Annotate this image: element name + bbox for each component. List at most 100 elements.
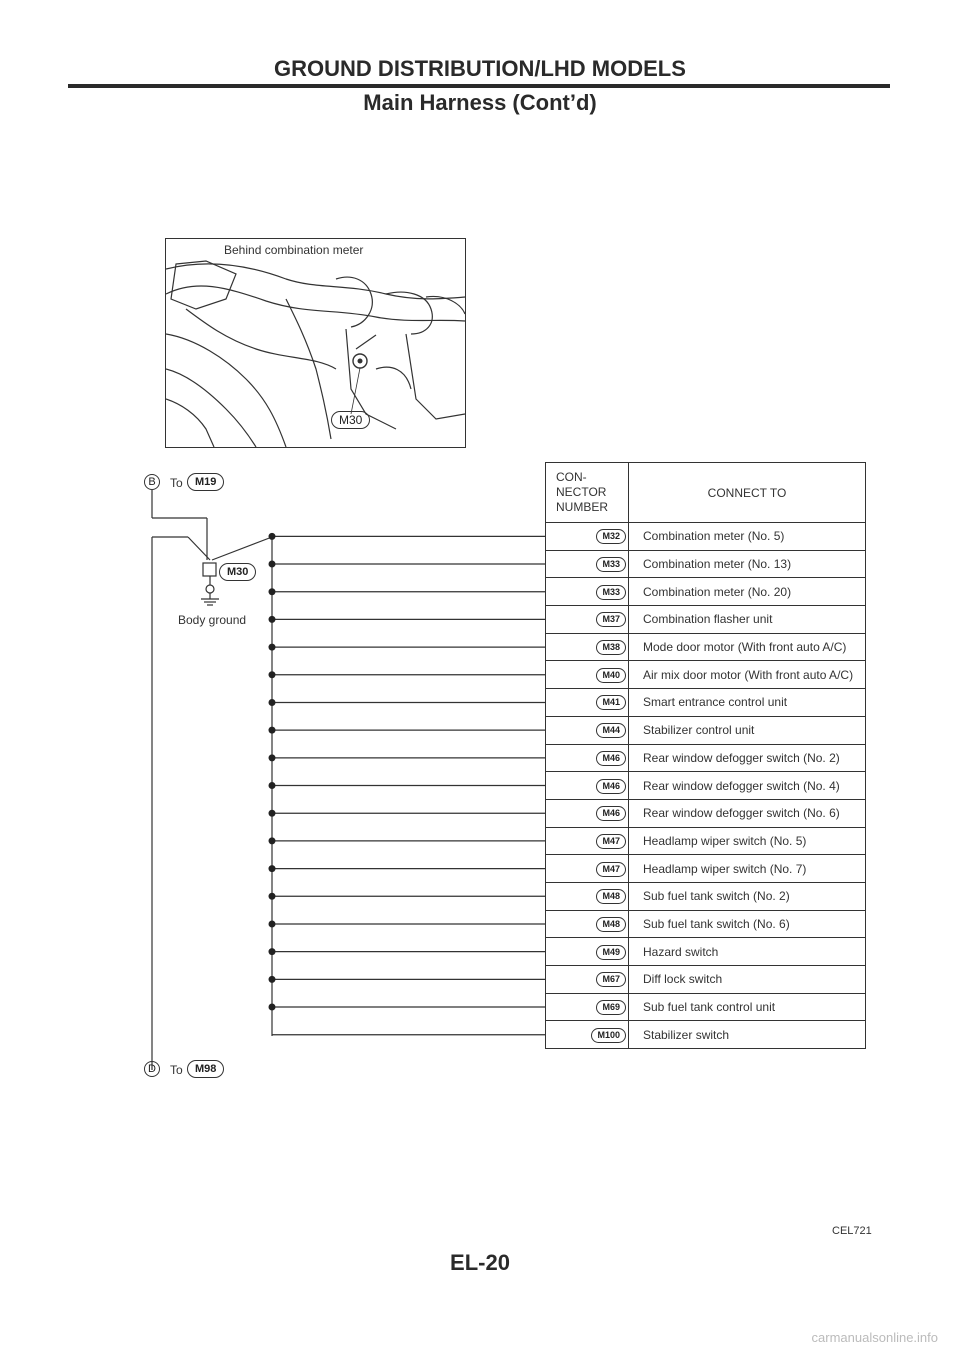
connector-id: M38 xyxy=(596,640,626,656)
ref-b-marker: B xyxy=(144,474,160,490)
connector-cell: M33 xyxy=(545,577,629,607)
connect-to-cell: Sub fuel tank switch (No. 6) xyxy=(628,909,866,939)
connector-id: M46 xyxy=(596,750,626,766)
splice-dot xyxy=(268,532,276,540)
ground-connector-label: M30 xyxy=(219,563,257,581)
connect-to-cell: Combination meter (No. 5) xyxy=(628,522,866,551)
connect-to-cell: Rear window defogger switch (No. 2) xyxy=(628,743,866,773)
connector-cell: M67 xyxy=(545,965,629,994)
ref-d-marker: D xyxy=(144,1061,160,1077)
splice-dot xyxy=(268,754,276,762)
splice-dot xyxy=(268,643,276,651)
connect-to-cell: Sub fuel tank control unit xyxy=(628,992,866,1022)
connect-to-cell: Stabilizer switch xyxy=(628,1020,866,1050)
connector-cell: M38 xyxy=(545,632,629,662)
figure-code: CEL721 xyxy=(832,1225,872,1237)
splice-dot xyxy=(268,892,276,900)
ground-label: Body ground xyxy=(178,613,247,627)
connector-cell: M46 xyxy=(545,743,629,773)
splice-dot xyxy=(268,920,276,928)
connect-to-cell: Headlamp wiper switch (No. 5) xyxy=(628,826,866,856)
connect-to-cell: Hazard switch xyxy=(628,937,866,966)
connect-to-cell: Stabilizer control unit xyxy=(628,715,866,745)
connector-cell: M48 xyxy=(545,909,629,939)
connect-to-cell: Combination meter (No. 20) xyxy=(628,577,866,607)
header-divider xyxy=(68,84,890,88)
connector-id: M69 xyxy=(596,1000,626,1016)
connector-cell: M46 xyxy=(545,798,629,828)
connect-to-cell: Combination flasher unit xyxy=(628,605,866,634)
splice-dot xyxy=(268,782,276,790)
splice-dot xyxy=(268,615,276,623)
connect-to-cell: Sub fuel tank switch (No. 2) xyxy=(628,881,866,911)
connector-id: M41 xyxy=(596,695,626,711)
splice-dot xyxy=(268,809,276,817)
connect-to-cell: Diff lock switch xyxy=(628,965,866,994)
connector-cell: M47 xyxy=(545,854,629,883)
splice-dot xyxy=(268,671,276,679)
connector-id: M100 xyxy=(591,1027,626,1043)
connector-cell: M44 xyxy=(545,715,629,745)
connector-cell: M48 xyxy=(545,881,629,911)
splice-dot xyxy=(268,865,276,873)
connector-id: M46 xyxy=(596,806,626,822)
connector-cell: M47 xyxy=(545,826,629,856)
splice-dot xyxy=(268,948,276,956)
connector-id: M49 xyxy=(596,944,626,960)
ref-b-connector: M19 xyxy=(187,473,225,491)
splice-dot xyxy=(268,560,276,568)
ref-d-to: To xyxy=(170,1063,183,1077)
ref-d-connector: M98 xyxy=(187,1060,225,1078)
splice-dot xyxy=(268,1003,276,1011)
connector-id: M46 xyxy=(596,778,626,794)
header-connect-to: CONNECT TO xyxy=(628,462,866,523)
connector-cell: M49 xyxy=(545,937,629,966)
connector-id: M48 xyxy=(596,889,626,905)
connector-cell: M40 xyxy=(545,660,629,690)
connector-cell: M69 xyxy=(545,992,629,1022)
connector-id: M67 xyxy=(596,972,626,988)
connect-to-cell: Combination meter (No. 13) xyxy=(628,549,866,579)
splice-dot xyxy=(268,588,276,596)
connect-to-cell: Air mix door motor (With front auto A/C) xyxy=(628,660,866,690)
connector-id: M32 xyxy=(596,529,626,545)
connector-cell: M32 xyxy=(545,522,629,551)
location-illustration: Behind combination meter M30 xyxy=(165,238,466,448)
connector-id: M33 xyxy=(596,557,626,573)
connector-id: M47 xyxy=(596,861,626,877)
section-title: GROUND DISTRIBUTION/LHD MODELS xyxy=(274,56,686,81)
connector-id: M48 xyxy=(596,916,626,932)
connect-to-cell: Headlamp wiper switch (No. 7) xyxy=(628,854,866,883)
connector-cell: M33 xyxy=(545,549,629,579)
footer-watermark: carmanualsonline.info xyxy=(811,1330,938,1345)
connector-id: M44 xyxy=(596,723,626,739)
connector-id: M40 xyxy=(596,667,626,683)
splice-dot xyxy=(268,837,276,845)
connector-cell: M37 xyxy=(545,605,629,634)
connect-to-cell: Mode door motor (With front auto A/C) xyxy=(628,632,866,662)
connector-cell: M46 xyxy=(545,771,629,800)
connect-to-cell: Rear window defogger switch (No. 6) xyxy=(628,798,866,828)
splice-dot xyxy=(268,698,276,706)
splice-dot xyxy=(268,975,276,983)
connector-id: M47 xyxy=(596,833,626,849)
